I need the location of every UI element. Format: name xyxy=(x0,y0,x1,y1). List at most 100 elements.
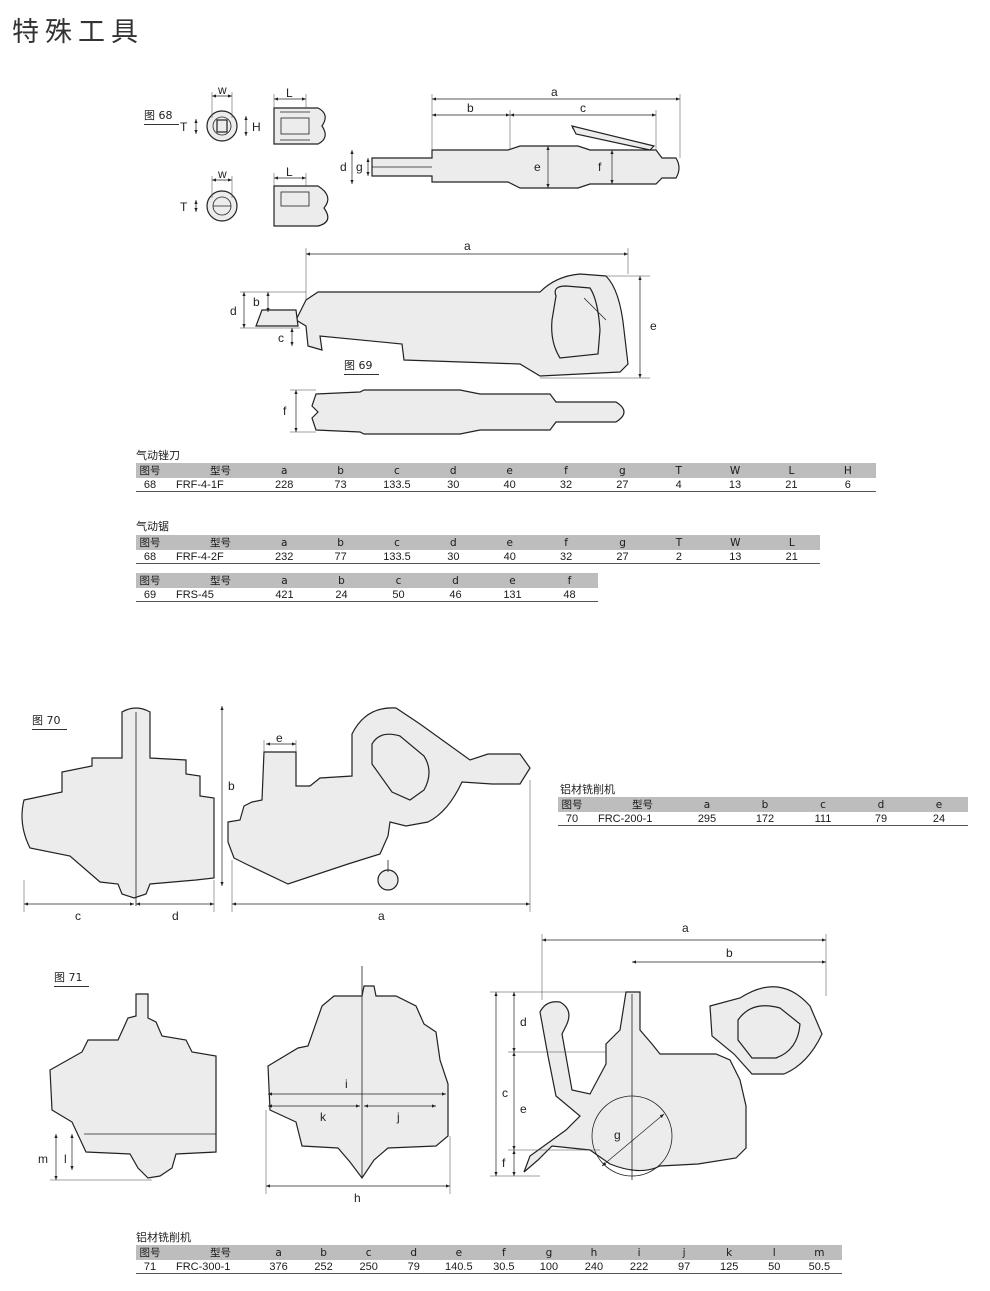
table-cell: 70 xyxy=(558,812,586,826)
table-cell: 240 xyxy=(571,1260,617,1274)
column-header: L xyxy=(763,463,820,478)
dim-label-l: l xyxy=(64,1152,67,1166)
column-header: H xyxy=(819,463,876,478)
figure-69-label: 图 69 xyxy=(344,359,378,375)
dim-label-c: c xyxy=(502,1086,508,1100)
table-cell: 24 xyxy=(910,812,968,826)
table-cell: 228 xyxy=(256,478,313,492)
dim-label-t: T xyxy=(180,200,188,214)
table-cell: 100 xyxy=(526,1260,572,1274)
table-cell: 125 xyxy=(706,1260,752,1274)
figure-71-label: 图 71 xyxy=(54,971,88,987)
table-cell: 27 xyxy=(594,550,651,564)
figure-70-drawing xyxy=(21,706,531,912)
column-header: 型号 xyxy=(586,797,678,812)
column-header: a xyxy=(256,463,313,478)
table-cell: 421 xyxy=(256,588,313,602)
dim-label-a: a xyxy=(682,921,689,935)
table-cell: FRS-45 xyxy=(164,588,256,602)
table-title-aluminum-mill-70: 铝材铣削机 xyxy=(560,783,615,796)
table-cell: 133.5 xyxy=(368,550,426,564)
column-header: e xyxy=(910,797,968,812)
table-cell: 77 xyxy=(312,550,369,564)
table-cell: 32 xyxy=(537,550,595,564)
column-header: L xyxy=(763,535,820,550)
column-header: d xyxy=(425,535,482,550)
column-header: f xyxy=(537,535,595,550)
dim-label-i: i xyxy=(345,1077,348,1091)
column-header: d xyxy=(391,1245,437,1260)
column-header: 型号 xyxy=(164,573,256,588)
column-header: a xyxy=(256,1245,302,1260)
table-cell: 68 xyxy=(136,550,164,564)
dim-label-e: e xyxy=(276,731,283,745)
table-cell: FRF-4-2F xyxy=(164,550,256,564)
figure-70-label: 图 70 xyxy=(32,714,66,730)
column-header: f xyxy=(481,1245,527,1260)
table-cell: 69 xyxy=(136,588,164,602)
table-cell: 295 xyxy=(678,812,736,826)
table-cell: 172 xyxy=(736,812,794,826)
table-cell: 32 xyxy=(537,478,595,492)
dim-label-b: b xyxy=(228,779,235,793)
column-header: T xyxy=(650,535,708,550)
dim-label-a: a xyxy=(551,85,558,99)
table-cell: 21 xyxy=(763,550,820,564)
table-cell: 13 xyxy=(706,478,764,492)
column-header: 图号 xyxy=(136,573,164,588)
dim-label-h: H xyxy=(252,120,261,134)
page-title: 特殊工具 xyxy=(12,17,144,48)
column-header: e xyxy=(436,1245,482,1260)
table-cell: 21 xyxy=(763,478,820,492)
column-header: b xyxy=(736,797,794,812)
table-cell: FRF-4-1F xyxy=(164,478,256,492)
column-header: c xyxy=(368,463,426,478)
dim-label-h: h xyxy=(354,1191,361,1205)
table-cell: 140.5 xyxy=(436,1260,482,1274)
table-cell: 24 xyxy=(313,588,370,602)
dim-label-j: j xyxy=(396,1110,400,1124)
table-cell: 27 xyxy=(594,478,651,492)
column-header: 图号 xyxy=(136,535,164,550)
table-cell: 46 xyxy=(427,588,484,602)
dim-label-c: c xyxy=(278,331,284,345)
dim-label-b: b xyxy=(253,295,260,309)
column-header: e xyxy=(481,463,538,478)
table-title-air-file: 气动锉刀 xyxy=(136,449,180,462)
table-cell: 13 xyxy=(707,550,764,564)
table-cell: 252 xyxy=(301,1260,347,1274)
column-header: l xyxy=(751,1245,797,1260)
table-cell: 111 xyxy=(794,812,852,826)
table-cell: 4 xyxy=(650,478,707,492)
column-header: f xyxy=(541,573,598,588)
table-cell: 50 xyxy=(751,1260,797,1274)
table-cell: 48 xyxy=(541,588,598,602)
column-header: a xyxy=(256,535,313,550)
dim-label-b: b xyxy=(726,946,733,960)
column-header: d xyxy=(427,573,484,588)
dim-label-w: w xyxy=(217,83,227,97)
column-header: 型号 xyxy=(164,463,256,478)
column-header: 图号 xyxy=(558,797,586,812)
column-header: b xyxy=(313,573,370,588)
dim-label-f: f xyxy=(502,1156,506,1170)
dim-label-a: a xyxy=(464,239,471,253)
dim-label-g: g xyxy=(614,1128,621,1142)
table-cell: 71 xyxy=(136,1260,164,1274)
table-title-aluminum-mill-71: 铝材铣削机 xyxy=(136,1231,191,1244)
column-header: g xyxy=(526,1245,572,1260)
column-header: g xyxy=(594,463,651,478)
column-header: 型号 xyxy=(164,1245,257,1260)
column-header: c xyxy=(346,1245,392,1260)
table-cell: 30.5 xyxy=(481,1260,527,1274)
dim-label-d: d xyxy=(340,160,347,174)
table-cell: 376 xyxy=(256,1260,302,1274)
